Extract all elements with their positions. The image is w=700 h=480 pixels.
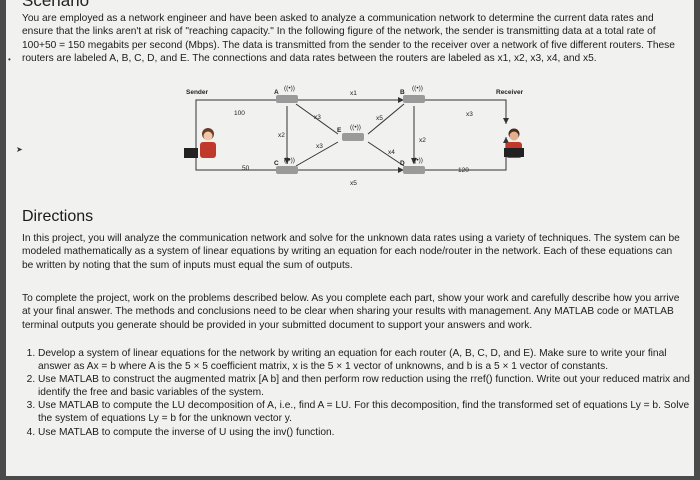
router-B: ((•)): [403, 85, 425, 103]
directions-paragraph: In this project, you will analyze the co…: [22, 233, 680, 271]
task-item: Develop a system of linear equations for…: [38, 348, 694, 373]
link-B-receiver: [424, 99, 507, 124]
rate-120: 120: [458, 167, 469, 174]
link-sender-A: [195, 99, 278, 124]
svg-text:((•)): ((•)): [412, 85, 423, 92]
link-sender-C: [195, 124, 278, 171]
sender-label: Sender: [186, 89, 209, 96]
task-item: Use MATLAB to compute the LU decompositi…: [38, 400, 694, 425]
arrow-icon: [503, 137, 509, 143]
router-label-B: B: [400, 89, 405, 96]
directions-heading: Directions: [22, 208, 94, 225]
task-item: Use MATLAB to construct the augmented ma…: [38, 374, 694, 399]
arrow-icon: [503, 118, 509, 124]
router-label-D: D: [400, 160, 405, 167]
bullet-arrow-icon: ➤: [16, 145, 23, 154]
bullet-dot-icon: •: [8, 55, 11, 64]
project-paragraph: To complete the project, work on the pro…: [22, 293, 680, 331]
edge-label-x5-up: x5: [376, 115, 383, 122]
svg-text:((•)): ((•)): [284, 85, 295, 92]
edge-label-x3-up: x3: [314, 114, 321, 121]
rate-50: 50: [242, 165, 250, 172]
document-page: Scenario You are employed as a network e…: [6, 0, 694, 476]
arrow-icon: [284, 158, 290, 164]
scenario-heading: Scenario: [22, 0, 90, 10]
router-label-C: C: [274, 160, 279, 167]
arrow-icon: [398, 167, 404, 173]
router-label-A: A: [274, 89, 279, 96]
network-links: [195, 99, 507, 171]
router-label-E: E: [337, 127, 342, 134]
router-A: ((•)): [276, 85, 298, 103]
link-x3-a: [295, 103, 339, 135]
router-C: ((•)): [276, 157, 298, 174]
edge-label-x3-right: x3: [466, 111, 473, 118]
task-item: Use MATLAB to compute the inverse of U u…: [38, 427, 694, 440]
link-x3-c: [295, 141, 339, 167]
arrow-icon: [411, 158, 417, 164]
router-D: ((•)): [403, 157, 425, 174]
rate-100: 100: [234, 110, 245, 117]
sender-person-icon: [184, 128, 216, 158]
link-x4: [367, 141, 405, 167]
svg-text:((•)): ((•)): [350, 124, 361, 131]
edge-label-x3-low: x3: [316, 143, 323, 150]
link-e-b: [367, 103, 405, 135]
arrow-heads: [278, 97, 509, 173]
edge-label-x5: x5: [350, 180, 357, 187]
receiver-person-icon: [504, 128, 524, 158]
receiver-label: Receiver: [496, 89, 524, 96]
svg-text:((•)): ((•)): [284, 157, 295, 164]
svg-text:((•)): ((•)): [412, 157, 423, 164]
task-list: Develop a system of linear equations for…: [22, 348, 694, 440]
edge-label-x2-right: x2: [419, 137, 426, 144]
edge-label-x1: x1: [350, 90, 357, 97]
router-E: ((•)): [342, 124, 364, 141]
arrow-icon: [398, 97, 404, 103]
link-D-receiver: [424, 137, 507, 171]
scenario-paragraph: You are employed as a network engineer a…: [22, 13, 675, 65]
edge-label-x4: x4: [388, 149, 395, 156]
edge-label-x2-left: x2: [278, 132, 285, 139]
network-diagram: ((•)) ((•)) ((•)) ((•)) ((•)) Sender Rec…: [184, 85, 524, 187]
